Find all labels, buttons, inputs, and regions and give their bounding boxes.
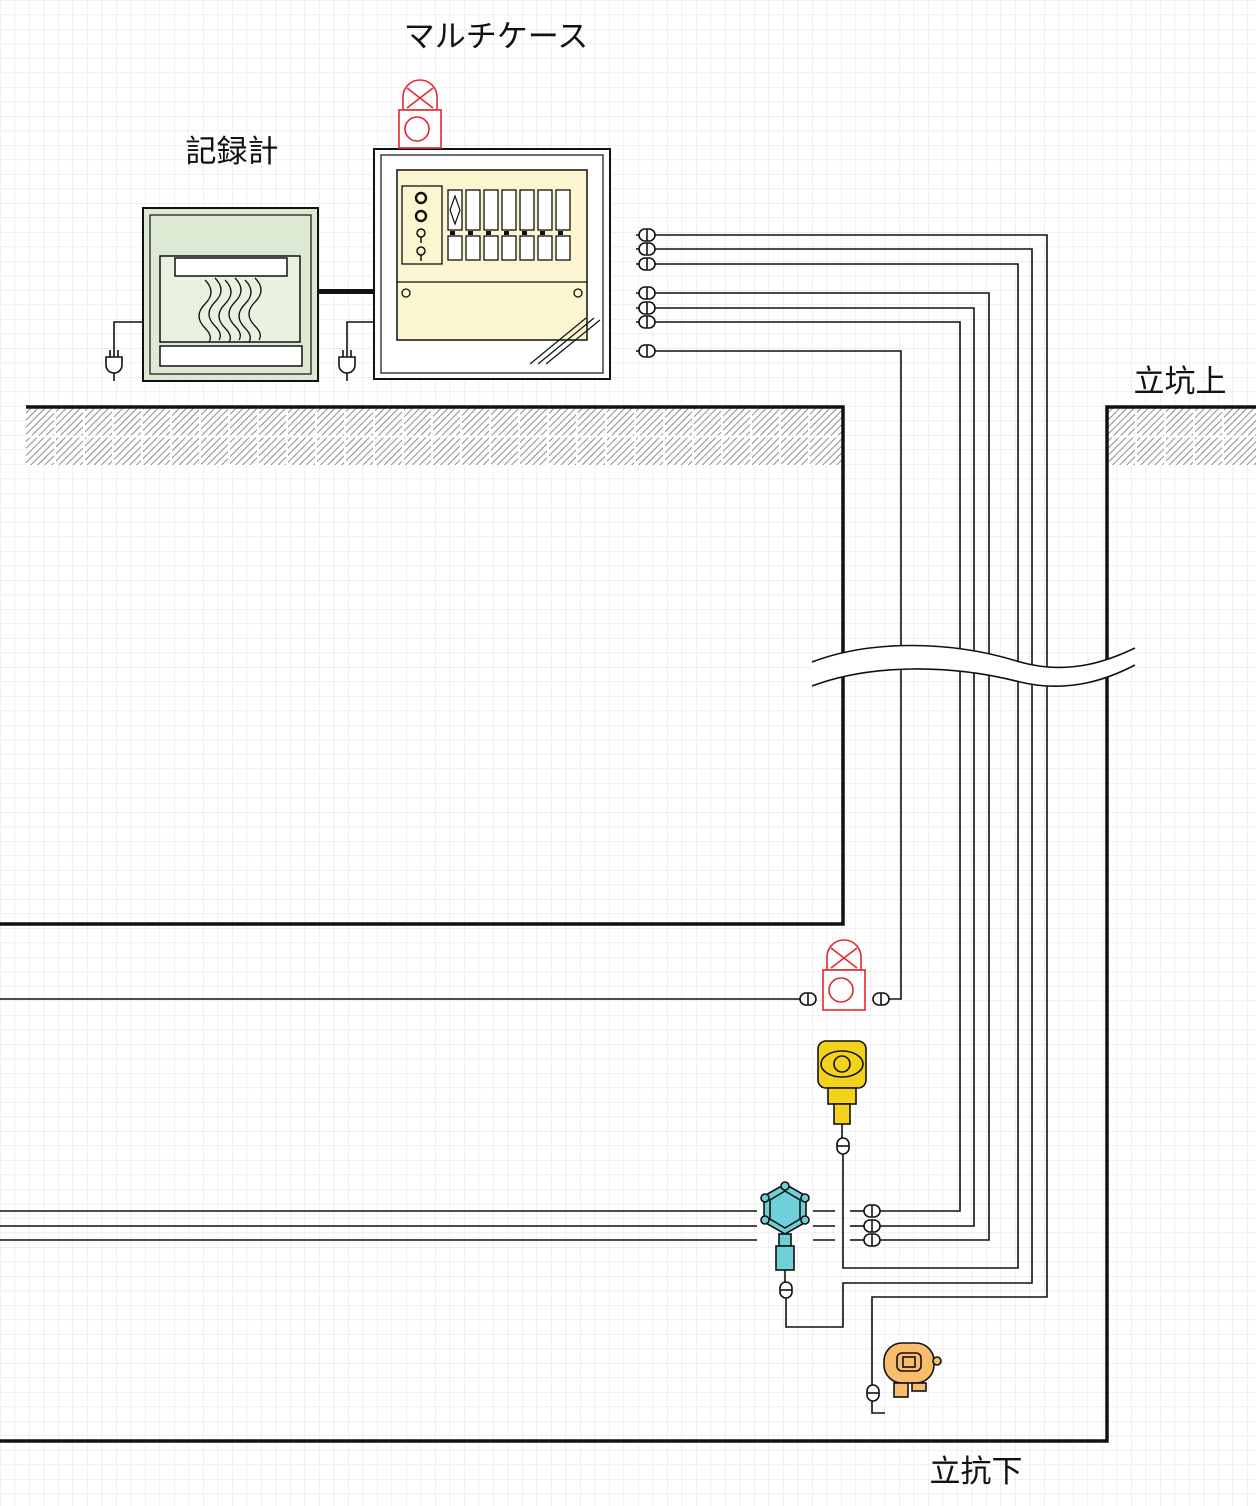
shaft-top-label: 立坑上 <box>1134 364 1227 400</box>
horizontal-cables <box>0 998 865 1241</box>
plug-icon <box>105 321 143 381</box>
ground-surface-left <box>26 408 842 465</box>
yellow-gas-sensor <box>817 1040 867 1138</box>
multicase-label: マルチケース <box>404 19 588 55</box>
rotating-light-icon-lower <box>822 939 866 1011</box>
orange-gas-sensor <box>883 1342 942 1398</box>
lower-connector-icons <box>779 992 890 1402</box>
recorder-label: 記録計 <box>186 134 279 170</box>
shaft-bottom-label: 立抗下 <box>930 1454 1023 1490</box>
recorder-cable <box>318 289 375 294</box>
recorder-device <box>142 207 319 382</box>
multicase-panel <box>373 148 611 380</box>
break-mark-icon <box>811 644 1136 688</box>
cable-bundle <box>636 234 1048 1414</box>
cyan-gas-sensor <box>760 1181 810 1282</box>
ground-surface-right <box>1107 408 1256 465</box>
cable-connector-icon <box>638 228 656 358</box>
plug-icon-2 <box>338 321 375 381</box>
rotating-light-icon <box>398 79 442 149</box>
